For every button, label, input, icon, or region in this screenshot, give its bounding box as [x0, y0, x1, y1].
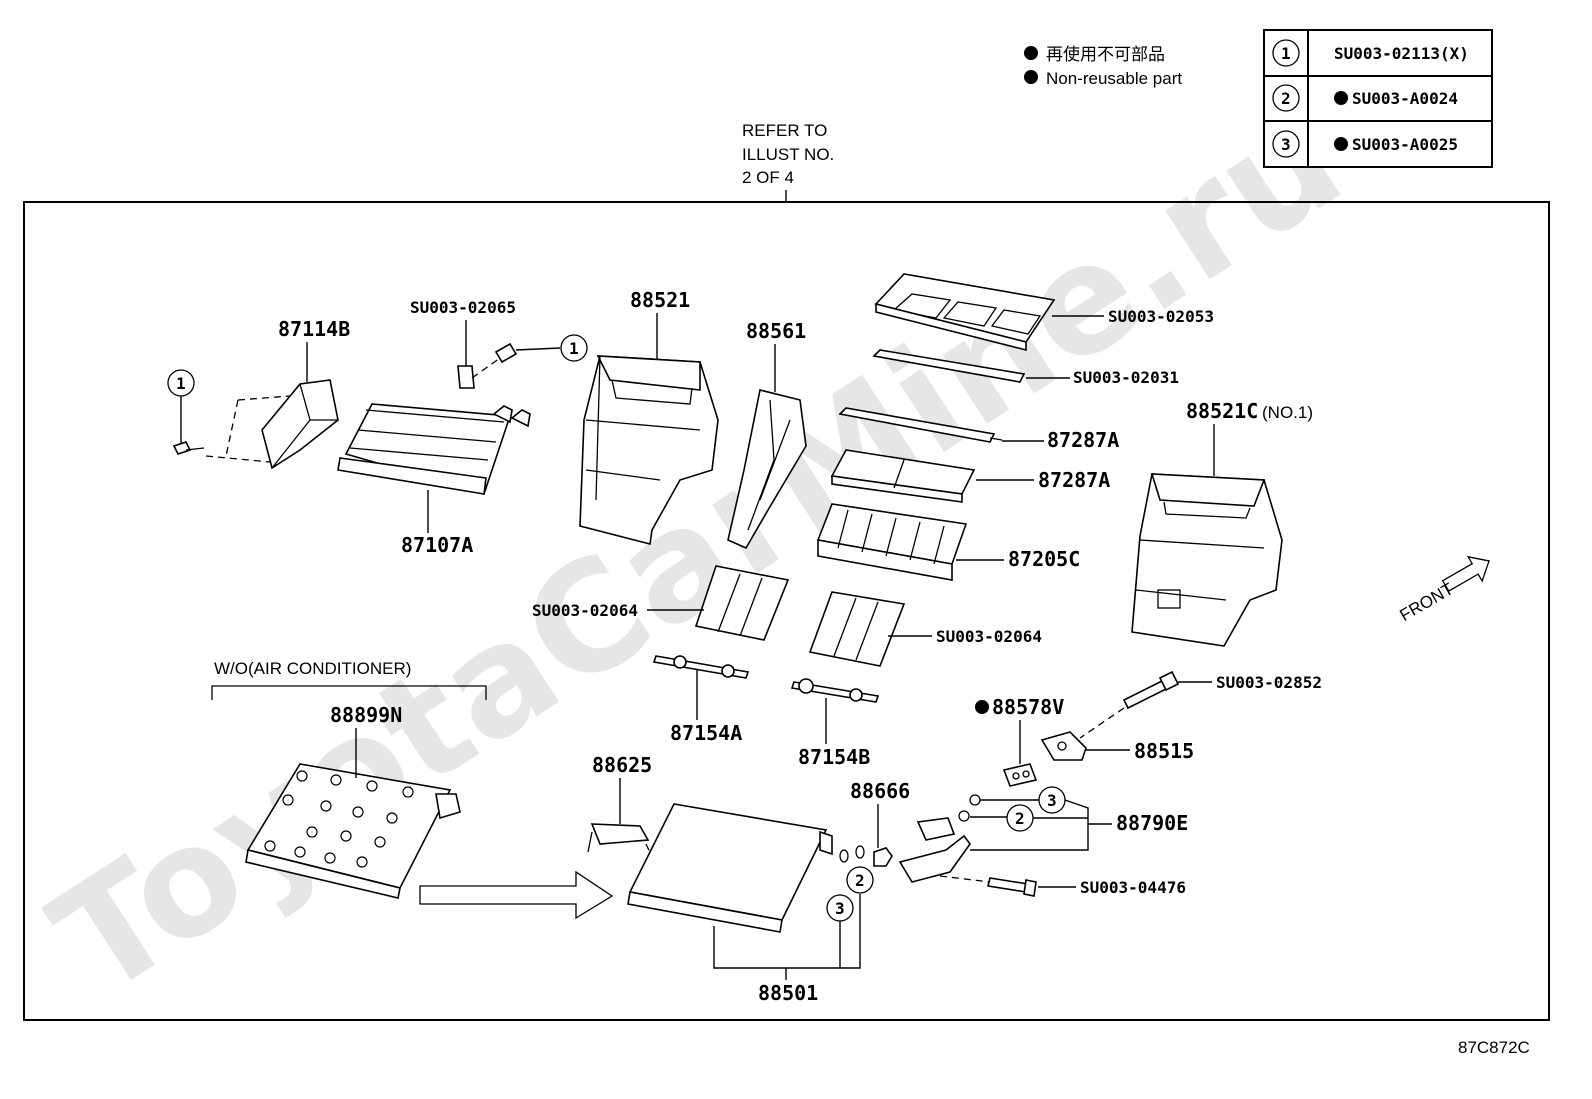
- filled-dot-icon: [1334, 137, 1348, 151]
- table-part-2: SU003-A0024: [1352, 89, 1458, 108]
- svg-text:SU003-02031: SU003-02031: [1073, 368, 1179, 387]
- svg-text:87154B: 87154B: [798, 745, 870, 769]
- part-su003-02053: SU003-02053: [874, 273, 1214, 352]
- svg-text:W/O(AIR CONDITIONER): W/O(AIR CONDITIONER): [214, 659, 411, 678]
- svg-text:SU003-02064: SU003-02064: [936, 627, 1042, 646]
- part-su003-02031: SU003-02031: [872, 349, 1179, 387]
- svg-text:1: 1: [569, 339, 579, 358]
- refer-note: REFER TO ILLUST NO. 2 OF 4: [742, 121, 834, 202]
- filled-dot-icon: [1024, 46, 1038, 60]
- table-part-1: SU003-02113(X): [1334, 44, 1469, 63]
- svg-text:87205C: 87205C: [1008, 547, 1080, 571]
- part-88521C: 88521C (NO.1): [1131, 399, 1313, 647]
- svg-text:88501: 88501: [758, 981, 818, 1005]
- svg-text:SU003-04476: SU003-04476: [1080, 878, 1186, 897]
- svg-text:REFER TO: REFER TO: [742, 121, 827, 140]
- figure-code: 87C872C: [1458, 1038, 1530, 1057]
- table-index-1: 1: [1281, 44, 1291, 63]
- part-su003-04476: SU003-04476: [939, 875, 1186, 897]
- part-88561: 88561: [727, 319, 807, 550]
- svg-text:88666: 88666: [850, 779, 910, 803]
- filled-dot-icon: [1024, 70, 1038, 84]
- table-index-2: 2: [1281, 89, 1291, 108]
- svg-text:88625: 88625: [592, 753, 652, 777]
- filled-dot-icon: [1334, 91, 1348, 105]
- svg-text:87107A: 87107A: [401, 533, 473, 557]
- part-87287A-damper: 87287A: [830, 449, 1110, 503]
- svg-text:2 OF 4: 2 OF 4: [742, 168, 794, 187]
- replacement-arrow-icon: [419, 870, 614, 920]
- part-87154B: 87154B: [790, 678, 880, 769]
- diagram-frame: [23, 201, 1550, 1021]
- part-88578V: 88578V: [975, 695, 1064, 787]
- svg-text:3: 3: [835, 899, 845, 918]
- part-88899N: 88899N: [245, 703, 461, 899]
- reference-table: 1 SU003-02113(X) 2 SU003-A0024 3 SU003-A…: [1263, 29, 1493, 168]
- part-su003-02064-a: SU003-02064: [532, 565, 790, 641]
- svg-text:ILLUST NO.: ILLUST NO.: [742, 145, 834, 164]
- part-87287A-rod: 87287A: [838, 407, 1119, 452]
- svg-text:88899N: 88899N: [330, 703, 402, 727]
- part-su003-02064-b: SU003-02064: [808, 591, 1042, 667]
- part-88666: 88666: [850, 779, 910, 867]
- table-part-3: SU003-A0025: [1352, 135, 1458, 154]
- svg-text:3: 3: [1047, 791, 1057, 810]
- part-screw-left: 1: [167, 369, 205, 455]
- svg-text:SU003-02053: SU003-02053: [1108, 307, 1214, 326]
- svg-text:2: 2: [1015, 809, 1025, 828]
- filled-dot-icon: [975, 700, 989, 714]
- svg-text:87114B: 87114B: [278, 317, 350, 341]
- part-87114B: 87114B: [261, 317, 350, 470]
- legend-jp: 再使用不可部品: [1046, 44, 1165, 64]
- part-su003-02065: SU003-02065 1: [410, 298, 588, 389]
- part-87154A: 87154A: [652, 655, 750, 745]
- part-87107A: 87107A: [337, 403, 531, 557]
- svg-text:FRONT: FRONT: [1396, 579, 1456, 625]
- legend-en: Non-reusable part: [1046, 69, 1182, 88]
- non-reusable-legend: 再使用不可部品 Non-reusable part: [1024, 44, 1182, 88]
- svg-text:(NO.1): (NO.1): [1262, 403, 1313, 422]
- front-arrow-icon: FRONT: [1396, 555, 1490, 625]
- part-87205C: 87205C: [816, 503, 1080, 581]
- part-su003-02852: SU003-02852: [1079, 670, 1322, 739]
- svg-text:87287A: 87287A: [1047, 428, 1119, 452]
- part-88625: 88625: [587, 753, 661, 875]
- svg-text:88578V: 88578V: [992, 695, 1064, 719]
- svg-text:88561: 88561: [746, 319, 806, 343]
- svg-text:88515: 88515: [1134, 739, 1194, 763]
- part-88521: 88521: [579, 288, 719, 545]
- svg-text:SU003-02852: SU003-02852: [1216, 673, 1322, 692]
- part-88501: 2 3 88501: [627, 803, 874, 1005]
- section-without-ac: W/O(AIR CONDITIONER): [211, 659, 487, 700]
- svg-text:87154A: 87154A: [670, 721, 742, 745]
- svg-text:SU003-02065: SU003-02065: [410, 298, 516, 317]
- part-88790E: 3 2 88790E: [898, 786, 1188, 883]
- svg-text:SU003-02064: SU003-02064: [532, 601, 638, 620]
- svg-text:2: 2: [855, 871, 865, 890]
- svg-text:88521: 88521: [630, 288, 690, 312]
- svg-text:1: 1: [176, 374, 186, 393]
- svg-text:88521C: 88521C: [1186, 399, 1258, 423]
- svg-text:87287A: 87287A: [1038, 468, 1110, 492]
- table-index-3: 3: [1281, 135, 1291, 154]
- svg-text:88790E: 88790E: [1116, 811, 1188, 835]
- part-88515: 88515: [1040, 731, 1194, 763]
